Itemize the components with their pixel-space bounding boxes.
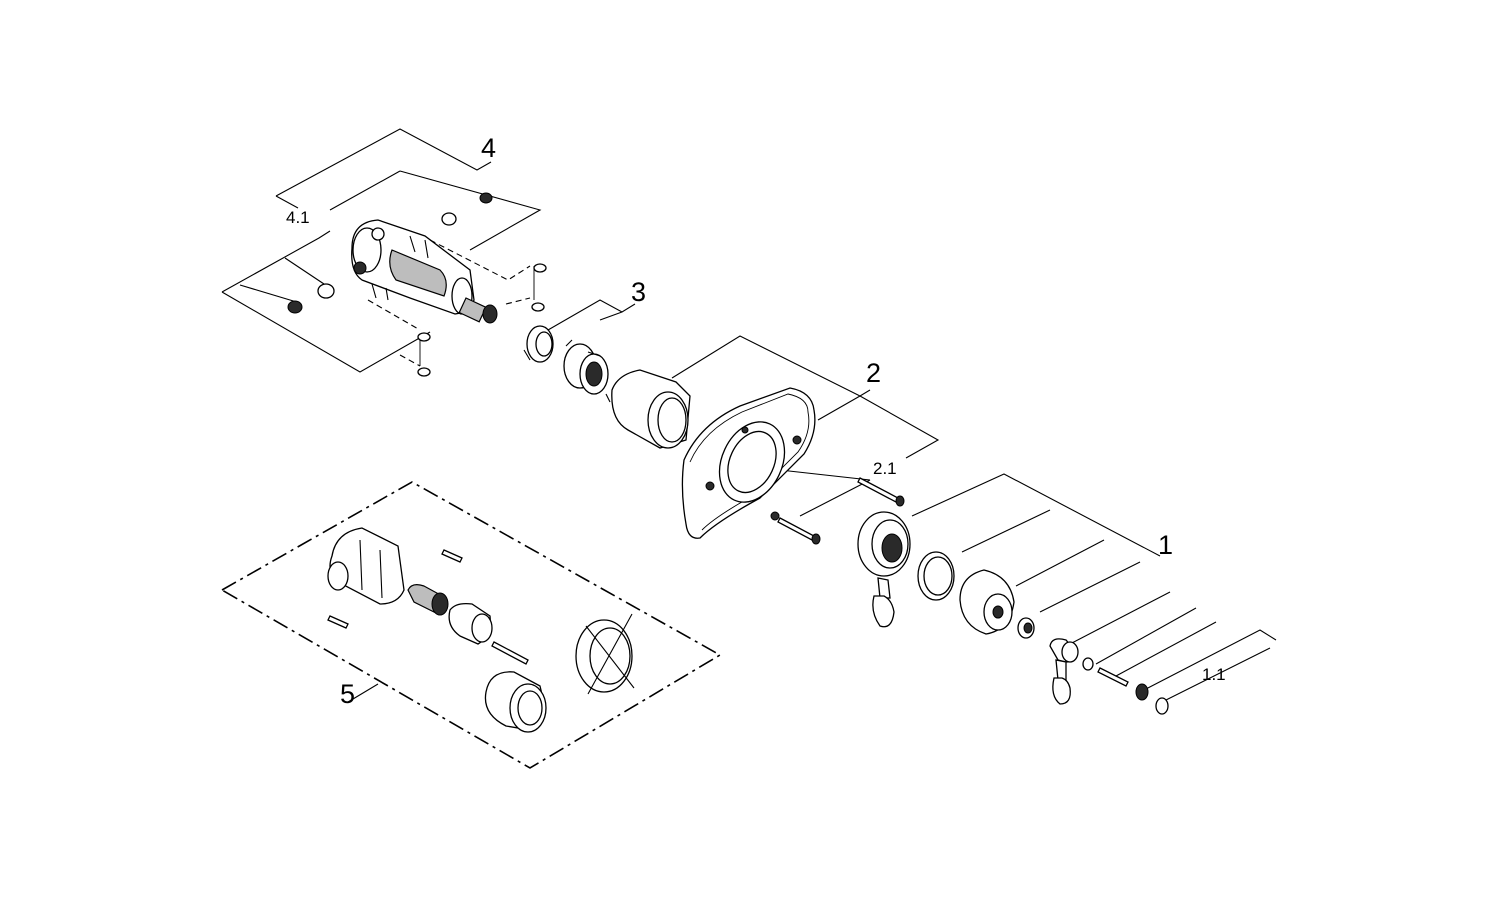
screws [367, 239, 547, 377]
kit-rod [491, 641, 529, 665]
group-2-escutcheon [605, 335, 940, 545]
nut-left [317, 283, 335, 299]
kit-sleeve [448, 602, 493, 645]
pin-2 [327, 615, 349, 629]
label-4: 4 [481, 133, 496, 163]
escutcheon-plate [681, 387, 816, 539]
screw [1097, 667, 1129, 687]
label-1-1: 1.1 [1202, 665, 1226, 684]
label-1: 1 [1158, 530, 1173, 560]
long-screws [777, 477, 905, 545]
cap-nut [1135, 683, 1149, 701]
group-5-kit [220, 481, 722, 769]
sleeve [605, 369, 691, 449]
dome-cap [959, 569, 1015, 635]
pin-1 [441, 549, 463, 563]
group-4-valve-body [221, 128, 547, 377]
adapter-ring [523, 325, 554, 363]
label-2: 2 [866, 358, 881, 388]
kit-cartridge [407, 584, 449, 616]
valve-body [351, 219, 498, 324]
lever [1049, 638, 1079, 705]
group-1-handle [857, 473, 1277, 715]
label-4-1: 4.1 [286, 208, 310, 227]
kit-large-sleeve [484, 671, 547, 733]
cap-plug [1155, 697, 1169, 715]
handle-base [857, 511, 911, 628]
plug-left [287, 300, 303, 314]
kit-housing [327, 527, 405, 605]
adapter-sleeve [563, 339, 609, 395]
plug-top [479, 192, 493, 204]
label-2-1: 2.1 [873, 459, 897, 478]
washer [1082, 657, 1094, 671]
nut-top [441, 212, 457, 226]
group-3-adapters [523, 299, 636, 395]
label-3: 3 [631, 277, 646, 307]
kit-crossed-ring [575, 613, 635, 695]
label-5: 5 [340, 679, 355, 709]
